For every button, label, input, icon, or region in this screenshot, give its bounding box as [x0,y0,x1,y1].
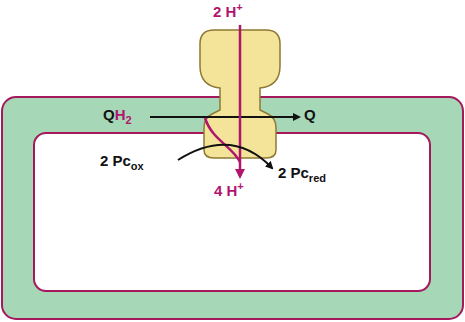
proton-branch [205,118,240,162]
text-part: red [309,172,326,184]
electron-arrow [150,116,299,118]
chem-label: QH2 [103,106,132,124]
plastocyanin-arrow [178,145,272,168]
text-part: + [237,180,243,192]
text-part: 2 [126,114,132,126]
chem-label: 2 Pcred [278,164,326,182]
text-part: H [115,106,126,123]
chem-label: 2 Pcox [100,152,144,170]
chem-label: 2 H+ [213,3,243,21]
text-part: + [236,1,242,13]
proton-arrow [239,25,242,176]
text-part: ox [131,160,144,172]
chem-label: 4 H+ [214,182,244,200]
chem-label: Q [304,106,316,124]
